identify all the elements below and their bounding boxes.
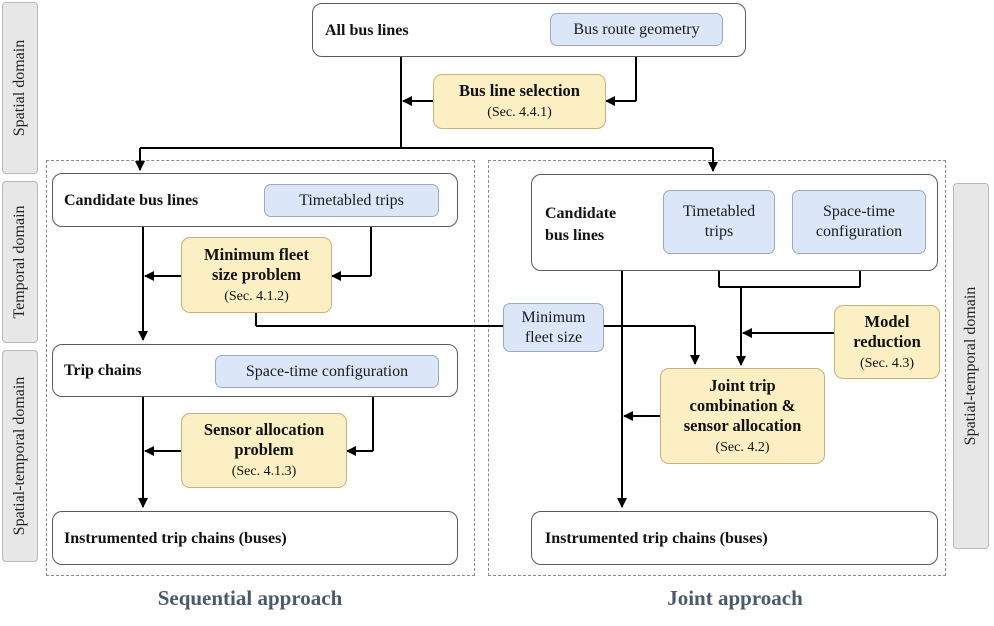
sensor-allocation-section: (Sec. 4.1.3) <box>231 464 297 479</box>
model-reduction-title-line1: Model <box>864 311 910 331</box>
joint-trip-combination-step: Joint trip combination & sensor allocati… <box>660 368 825 464</box>
sensor-allocation-title-line1: Sensor allocation <box>203 420 325 439</box>
joint-instrumented-title: Instrumented trip chains (buses) <box>545 530 768 547</box>
joint-candidate-line1: Candidate <box>545 205 617 222</box>
spatial-temporal-domain-label-right: Spatial-temporal domain <box>953 183 989 549</box>
joint-approach-label: Joint approach <box>667 586 803 610</box>
joint-timetabled-trips-input: Timetabled trips <box>663 190 775 254</box>
minimum-fleet-size-input: Minimum fleet size <box>503 303 604 352</box>
joint-trip-section: (Sec. 4.2) <box>715 439 770 455</box>
joint-space-time-configuration-input: Space-time configuration <box>792 190 926 254</box>
joint-timetabled-line1: Timetabled <box>682 203 756 220</box>
sequential-approach-container <box>46 160 475 576</box>
bus-line-selection-step: Bus line selection (Sec. 4.4.1) <box>433 74 606 129</box>
joint-stc-line1: Space-time <box>823 203 895 220</box>
temporal-domain-label: Temporal domain <box>2 181 38 343</box>
trip-chains-title: Trip chains <box>64 362 142 379</box>
joint-trip-title-line3: sensor allocation <box>683 415 802 435</box>
sequential-instrumented-trip-chains-box: Instrumented trip chains (buses) <box>52 511 458 565</box>
sensor-allocation-problem-step: Sensor allocation problem (Sec. 4.1.3) <box>181 413 347 488</box>
joint-trip-title-line1: Joint trip <box>709 375 776 395</box>
minimum-fleet-title-line1: Minimum fleet <box>204 244 309 264</box>
sequential-approach-label: Sequential approach <box>157 586 343 610</box>
joint-candidate-line2: bus lines <box>545 227 605 244</box>
model-reduction-step: Model reduction (Sec. 4.3) <box>834 305 940 379</box>
joint-approach-container <box>488 160 946 576</box>
minimum-fleet-title-line2: size problem <box>211 264 302 284</box>
joint-trip-title-line2: combination & <box>689 395 796 415</box>
minimum-fleet-line2: fleet size <box>524 328 583 346</box>
spatial-temporal-domain-label-left: Spatial-temporal domain <box>2 350 38 562</box>
joint-instrumented-trip-chains-box: Instrumented trip chains (buses) <box>531 511 938 565</box>
bus-line-selection-section: (Sec. 4.4.1) <box>487 105 552 120</box>
minimum-fleet-size-problem-step: Minimum fleet size problem (Sec. 4.1.2) <box>181 237 332 313</box>
model-reduction-title-line2: reduction <box>853 331 921 351</box>
minimum-fleet-line1: Minimum <box>521 308 586 326</box>
sequential-timetabled-trips-input: Timetabled trips <box>264 184 439 217</box>
spatial-domain-label: Spatial domain <box>2 2 38 174</box>
all-bus-lines-title: All bus lines <box>325 22 409 39</box>
minimum-fleet-section: (Sec. 4.1.2) <box>224 288 289 304</box>
sequential-candidate-bus-lines-title: Candidate bus lines <box>64 192 199 209</box>
sequential-space-time-configuration-input: Space-time configuration <box>215 355 439 388</box>
bus-route-geometry-input: Bus route geometry <box>550 13 723 46</box>
joint-timetabled-line2: trips <box>704 223 734 240</box>
joint-stc-line2: configuration <box>815 223 903 240</box>
model-reduction-section: (Sec. 4.3) <box>859 355 915 371</box>
bus-line-selection-title: Bus line selection <box>458 81 580 100</box>
sequential-instrumented-title: Instrumented trip chains (buses) <box>64 530 287 547</box>
sensor-allocation-title-line2: problem <box>234 440 294 459</box>
